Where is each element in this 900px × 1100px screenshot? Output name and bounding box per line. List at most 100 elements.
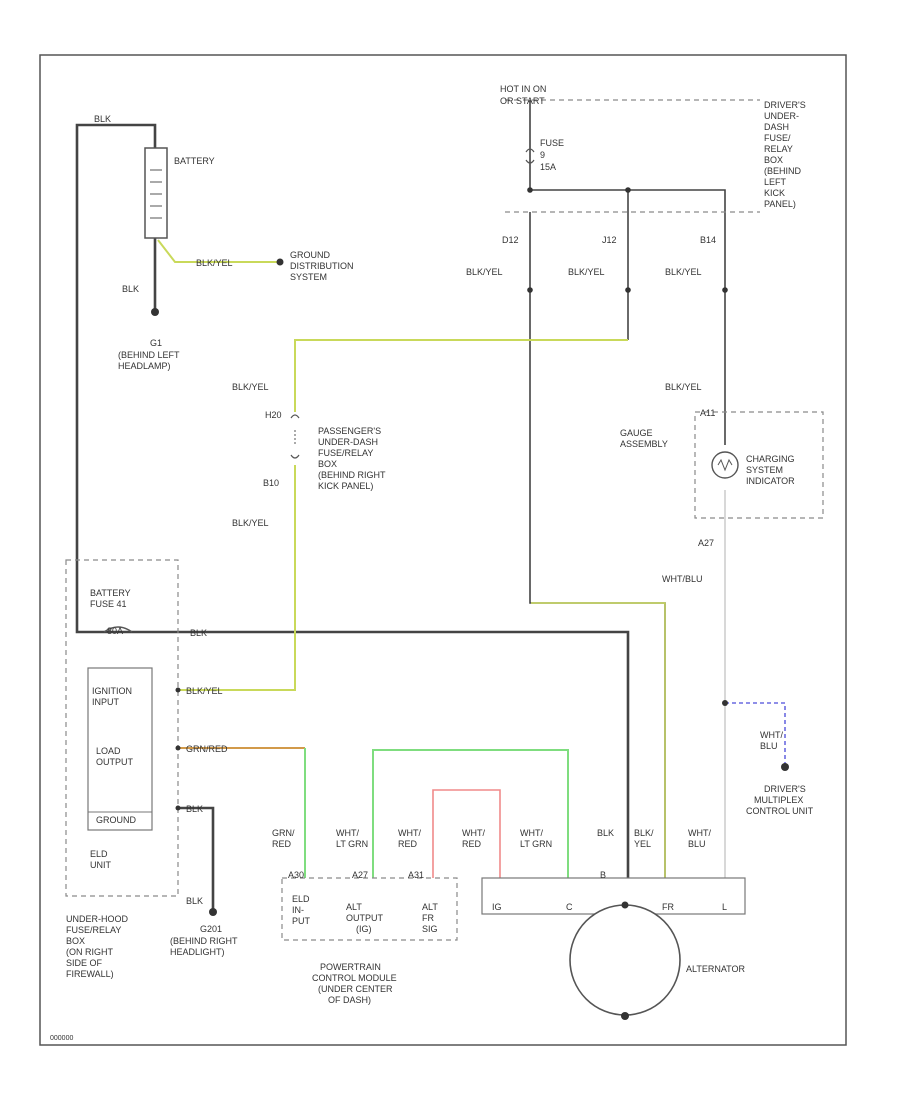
label-fuse-amp-2: 80A	[107, 626, 123, 636]
label-blkyel-4: BLK/YEL	[232, 382, 269, 392]
label-blkyel-1: BLK/YEL	[466, 267, 503, 277]
wire-whtred	[432, 789, 501, 878]
label-blk-g201: BLK	[186, 896, 203, 906]
fuse-feed-dot	[527, 187, 533, 193]
label-wire-wht-ltgrn-2: WHT/LT GRN	[520, 828, 552, 849]
label-footer-code: 000000	[50, 1035, 73, 1042]
label-alt-pin-fr: FR	[662, 902, 674, 912]
ground-g201-dot	[209, 908, 217, 916]
label-blkyel-6: BLK/YEL	[232, 518, 269, 528]
fuse-9-symbol	[525, 140, 535, 164]
label-blk-yel-ign: BLK/YEL	[186, 686, 223, 696]
label-battery: BATTERY	[174, 156, 215, 166]
label-g1: G1	[150, 338, 162, 348]
label-ground: GROUND	[96, 815, 136, 825]
label-g201: G201	[200, 924, 222, 934]
eld-load-dot	[175, 745, 181, 751]
label-fuse: FUSE	[540, 138, 564, 148]
wire-blkyel-ground-dist	[157, 239, 280, 263]
eld-gnd-dot	[175, 805, 181, 811]
label-fuse-num: 9	[540, 150, 545, 160]
pin-b14-dot	[722, 287, 728, 293]
wire-blk-g201	[178, 806, 215, 910]
battery-symbol	[144, 147, 168, 239]
label-pin-a27b: A27	[352, 870, 368, 880]
label-pin-b10: B10	[263, 478, 279, 488]
label-pin-a27: A27	[698, 538, 714, 548]
charging-indicator-lamp	[711, 451, 739, 479]
label-hot-in-on-2: OR START	[500, 96, 545, 106]
wire-blkyel-d12	[529, 212, 666, 878]
label-blk-1: BLK	[190, 628, 207, 638]
alternator-top-dot	[621, 901, 629, 909]
underhood-fuse-box	[65, 559, 179, 897]
gauge-assembly-box	[694, 411, 824, 519]
ground-g1-dot	[151, 308, 159, 316]
diagram-frame	[39, 54, 847, 1046]
label-wire-blk-yel: BLK/YEL	[634, 828, 654, 849]
label-blkyel-3: BLK/YEL	[665, 267, 702, 277]
label-blkyel-5: BLK/YEL	[665, 382, 702, 392]
whtblu-junction-dot	[722, 700, 728, 706]
alternator-bottom-dot	[621, 1012, 629, 1020]
label-blkyel-2: BLK/YEL	[568, 267, 605, 277]
battery-fuse-41-symbol	[103, 626, 133, 633]
label-wire-blk: BLK	[597, 828, 614, 838]
wire-whtltgrn	[372, 749, 569, 878]
drivers-fuse-box-outline	[505, 99, 760, 213]
label-blk-top: BLK	[94, 114, 111, 124]
label-grn-red-load: GRN/RED	[186, 744, 228, 754]
ground-dist-dot	[276, 258, 284, 266]
label-alternator: ALTERNATOR	[686, 964, 746, 974]
label-pin-d12: D12	[502, 235, 519, 245]
label-pin-a30: A30	[288, 870, 304, 880]
wire-blkyel-j12-yel	[178, 339, 628, 691]
label-wire-grn-red: GRN/RED	[272, 828, 295, 849]
mux-dot	[781, 763, 789, 771]
label-pin-a11: A11	[700, 408, 715, 418]
label-blk-yel-batt: BLK/YEL	[196, 258, 233, 268]
label-hot-in-on: HOT IN ON	[500, 84, 546, 94]
label-wht-blu-2: WHT/BLU	[760, 730, 783, 751]
label-pin-j12: J12	[602, 235, 617, 245]
wire-blk-battery	[75, 123, 630, 878]
pcm-box	[281, 877, 458, 941]
passenger-fuse-connector	[290, 412, 300, 465]
eld-unit-box	[87, 667, 153, 831]
label-wire-wht-red-2: WHT/RED	[462, 828, 485, 849]
label-alt-pin-l: L	[722, 902, 727, 912]
label-wire-wht-ltgrn-1: WHT/LT GRN	[336, 828, 368, 849]
junction-j12-dot	[625, 187, 631, 193]
label-wht-blu-1: WHT/BLU	[662, 574, 703, 584]
label-pin-a31: A31	[408, 870, 424, 880]
pin-j12-dot	[625, 287, 631, 293]
label-alt-pin-c: C	[566, 902, 573, 912]
alternator-symbol	[569, 904, 681, 1016]
label-wire-wht-blu: WHT/BLU	[688, 828, 711, 849]
label-blk-batt: BLK	[122, 284, 139, 294]
label-pin-h20: H20	[265, 410, 282, 420]
eld-ign-dot	[175, 687, 181, 693]
label-wire-wht-red-1: WHT/RED	[398, 828, 421, 849]
wire-whtblu-mux	[725, 702, 786, 765]
label-alt-pin-b: B	[600, 870, 606, 880]
wire-blkyel-d12-yel	[531, 602, 666, 878]
pin-d12-dot	[527, 287, 533, 293]
charging-indicator-filament	[717, 458, 733, 472]
